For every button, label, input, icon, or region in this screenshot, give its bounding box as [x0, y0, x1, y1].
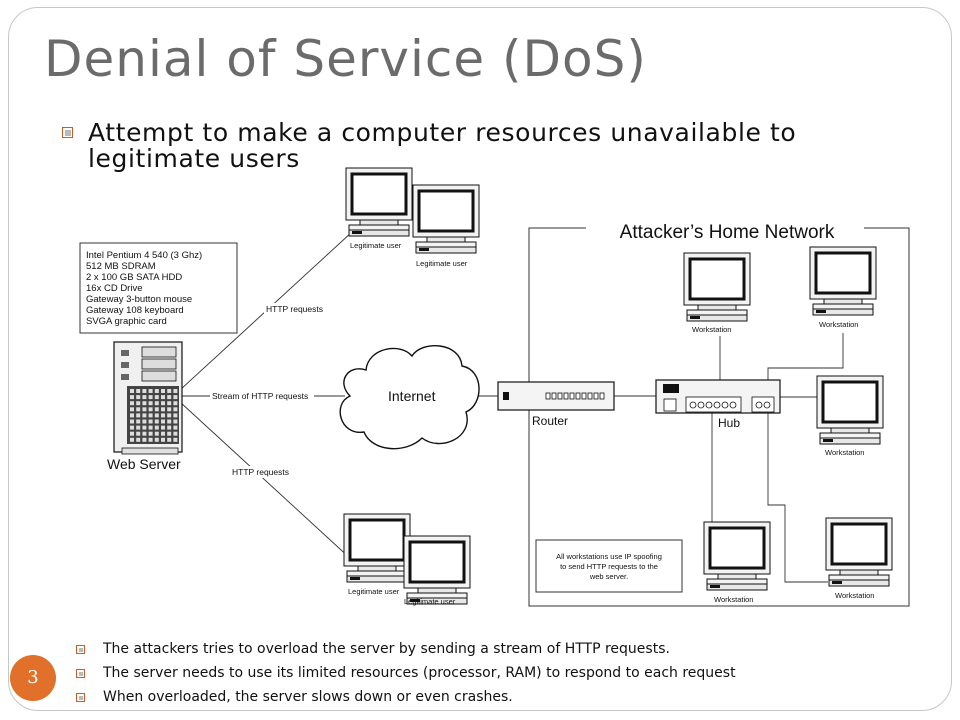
sub-bullet-text: When overloaded, the server slows down o… — [103, 689, 513, 705]
svg-text:All workstations use IP spoofi: All workstations use IP spoofing — [556, 552, 662, 561]
web-server-label: Web Server — [107, 456, 181, 472]
workstation-label: Workstation — [692, 325, 731, 334]
hub-icon — [655, 379, 781, 414]
router-label: Router — [532, 414, 568, 428]
workstation-label: Workstation — [835, 591, 874, 600]
square-bullet-icon — [76, 669, 85, 678]
sub-bullet: The server needs to use its limited reso… — [76, 665, 736, 689]
stream-of-requests-label: Stream of HTTP requests — [212, 391, 308, 401]
workstation-label: Workstation — [714, 595, 753, 604]
web-server-tower-icon — [113, 341, 183, 455]
http-requests-bottom-label: HTTP requests — [232, 467, 289, 477]
spec-item: SVGA graphic card — [86, 316, 167, 327]
sub-bullet-text: The attackers tries to overload the serv… — [103, 641, 670, 657]
sub-bullet-list: The attackers tries to overload the serv… — [76, 641, 736, 713]
line-server-bottom-users — [179, 401, 353, 561]
server-spec-list: Intel Pentium 4 540 (3 Ghz) 512 MB SDRAM… — [86, 250, 202, 327]
spec-item: 16x CD Drive — [86, 283, 143, 294]
square-bullet-icon — [76, 693, 85, 702]
workstation-label: Workstation — [825, 448, 864, 457]
spec-item: Gateway 3-button mouse — [86, 294, 192, 305]
line-hub-ws2 — [767, 333, 844, 384]
http-requests-top-label: HTTP requests — [266, 304, 323, 314]
slide-title: Denial of Service (DoS) — [44, 30, 647, 88]
internet-cloud-icon — [339, 344, 480, 450]
legitimate-user-computer-icon — [342, 512, 412, 584]
legitimate-user-label: Legitimate user — [416, 259, 468, 268]
page-number-badge: 3 — [10, 655, 56, 701]
sub-bullet-text: The server needs to use its limited reso… — [103, 665, 736, 681]
legitimate-user-label: Legitimate user — [404, 597, 456, 606]
svg-text:to send HTTP requests to the: to send HTTP requests to the — [560, 562, 658, 571]
sub-bullet: The attackers tries to overload the serv… — [76, 641, 736, 665]
svg-text:web server.: web server. — [589, 572, 628, 581]
spec-item: Gateway 108 keyboard — [86, 305, 184, 316]
legitimate-user-computer-icon — [411, 183, 481, 255]
main-bullet-text: Attempt to make a computer resources una… — [88, 118, 797, 173]
legitimate-user-label: Legitimate user — [348, 587, 400, 596]
workstation-computer-icon — [702, 520, 772, 592]
square-bullet-icon — [62, 127, 73, 138]
workstation-computer-icon — [808, 245, 878, 317]
square-bullet-icon — [76, 645, 85, 654]
ip-spoofing-note: All workstations use IP spoofing to send… — [556, 552, 662, 581]
legitimate-user-computer-icon — [344, 166, 414, 238]
spec-item: 2 x 100 GB SATA HDD — [86, 272, 182, 283]
hub-label: Hub — [718, 416, 740, 430]
line-hub-ws5 — [767, 413, 828, 583]
server-spec-box — [79, 242, 238, 334]
router-icon — [497, 381, 615, 411]
internet-label: Internet — [388, 388, 436, 404]
workstation-computer-icon — [682, 251, 752, 323]
slide-frame — [8, 7, 952, 711]
workstation-computer-icon — [815, 374, 885, 446]
legitimate-user-label: Legitimate user — [350, 241, 402, 250]
spec-item: Intel Pentium 4 540 (3 Ghz) — [86, 250, 202, 261]
sub-bullet: When overloaded, the server slows down o… — [76, 689, 736, 713]
attacker-network-label: Attacker’s Home Network — [620, 222, 835, 243]
workstation-label: Workstation — [819, 320, 858, 329]
legitimate-user-computer-icon — [402, 534, 472, 606]
spec-item: 512 MB SDRAM — [86, 261, 156, 272]
workstation-computer-icon — [824, 516, 894, 588]
ip-spoofing-note-box — [535, 539, 683, 593]
